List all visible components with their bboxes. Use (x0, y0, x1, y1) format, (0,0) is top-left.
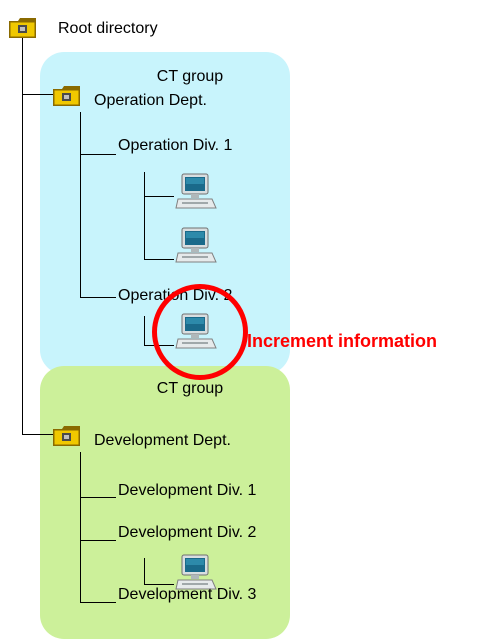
operation-div2-branch-line (80, 297, 116, 298)
development-dept-folder-icon (52, 424, 82, 448)
operation-div1-computer-2-icon (174, 226, 218, 266)
operation-dept-trunk-line (80, 112, 81, 298)
development-branch-line (22, 434, 54, 435)
development-div2-label: Development Div. 2 (118, 524, 257, 541)
development-ct-group-label: CT group (156, 380, 224, 397)
development-div2-computer-1-icon (174, 553, 218, 593)
root-trunk-line (22, 36, 23, 435)
development-group-panel (40, 366, 290, 639)
development-dept-trunk-line (80, 452, 81, 603)
development-div3-branch-line (80, 602, 116, 603)
operation-div1-pc2-line (144, 259, 174, 260)
development-div1-label: Development Div. 1 (118, 482, 257, 499)
increment-highlight-circle (152, 284, 248, 380)
operation-div1-trunk-line (144, 172, 145, 260)
operation-div1-label: Operation Div. 1 (118, 137, 233, 154)
root-folder-icon (8, 16, 38, 40)
development-div3-label: Development Div. 3 (118, 586, 257, 603)
root-label: Root directory (58, 20, 158, 37)
development-dept-label: Development Dept. (94, 432, 231, 449)
operation-div1-computer-1-icon (174, 172, 218, 212)
development-div2-trunk-line (144, 558, 145, 585)
increment-information-label: Increment information (247, 331, 438, 351)
development-div2-branch-line (80, 540, 116, 541)
operation-div1-pc1-line (144, 196, 174, 197)
operation-branch-line (22, 94, 54, 95)
development-div1-branch-line (80, 497, 116, 498)
operation-div1-branch-line (80, 154, 116, 155)
development-div2-pc1-line (144, 584, 174, 585)
operation-dept-folder-icon (52, 84, 82, 108)
operation-ct-group-label: CT group (156, 68, 224, 85)
operation-dept-label: Operation Dept. (94, 92, 207, 109)
operation-div2-trunk-line (144, 316, 145, 346)
